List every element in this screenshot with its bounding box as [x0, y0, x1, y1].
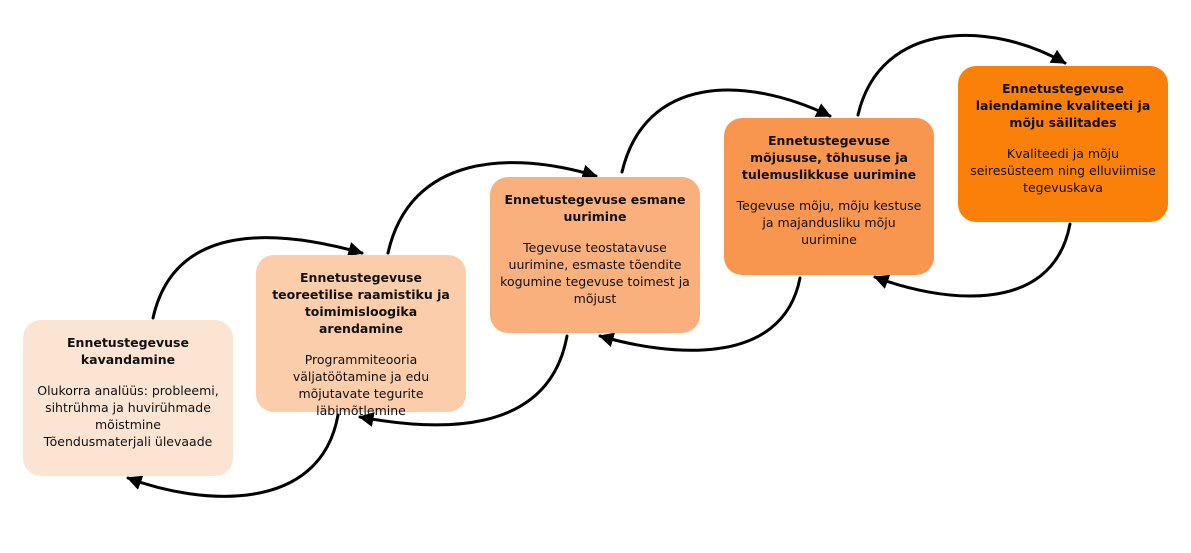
- description-line: Programmiteooria väljatöötamine ja edu m…: [292, 352, 430, 418]
- forward-arrow-2-3: [386, 161, 598, 255]
- step-description: Programmiteooria väljatöötamine ja edu m…: [266, 351, 456, 419]
- step-description: Olukorra analüüs: probleemi, sihtrühma j…: [33, 382, 223, 450]
- description-line: Olukorra analüüs: probleemi, sihtrühma j…: [37, 383, 219, 432]
- step-description: Tegevuse teostatavuse uurimine, esmaste …: [500, 239, 690, 307]
- step-title: Ennetustegevuse esmane uurimine: [504, 192, 686, 224]
- description-line: Kvaliteedi ja mõju seiresüsteem ning ell…: [970, 146, 1156, 195]
- return-arrow-3-2: [358, 334, 569, 427]
- step-effectiveness-research: Ennetustegevuse mõjususe, tõhususe ja tu…: [724, 118, 934, 275]
- return-arrow-5-4: [873, 222, 1072, 298]
- step-initial-research: Ennetustegevuse esmane uurimine Tegevuse…: [490, 177, 700, 333]
- description-line: Tegevuse mõju, mõju kestuse ja majandusl…: [736, 198, 922, 247]
- step-scale-up: Ennetustegevuse laiendamine kvaliteeti j…: [958, 66, 1168, 222]
- step-title: Ennetustegevuse mõjususe, tõhususe ja tu…: [741, 133, 917, 182]
- step-description: Kvaliteedi ja mõju seiresüsteem ning ell…: [968, 145, 1158, 196]
- step-title: Ennetustegevuse teoreetilise raamistiku …: [272, 270, 450, 336]
- step-description: Tegevuse mõju, mõju kestuse ja majandusl…: [734, 197, 924, 248]
- description-line: Tõendusmaterjali ülevaade: [43, 434, 213, 449]
- return-arrow-4-3: [598, 276, 802, 352]
- return-arrow-2-1: [126, 413, 340, 498]
- forward-arrow-1-2: [151, 236, 364, 320]
- forward-arrow-3-4: [620, 88, 832, 174]
- forward-arrow-4-5: [856, 33, 1067, 117]
- description-line: Tegevuse teostatavuse uurimine, esmaste …: [500, 240, 690, 306]
- step-title: Ennetustegevuse kavandamine: [67, 335, 189, 367]
- step-theory-framework: Ennetustegevuse teoreetilise raamistiku …: [256, 255, 466, 418]
- step-title: Ennetustegevuse laiendamine kvaliteeti j…: [975, 81, 1151, 130]
- step-planning: Ennetustegevuse kavandamine Olukorra ana…: [23, 320, 233, 476]
